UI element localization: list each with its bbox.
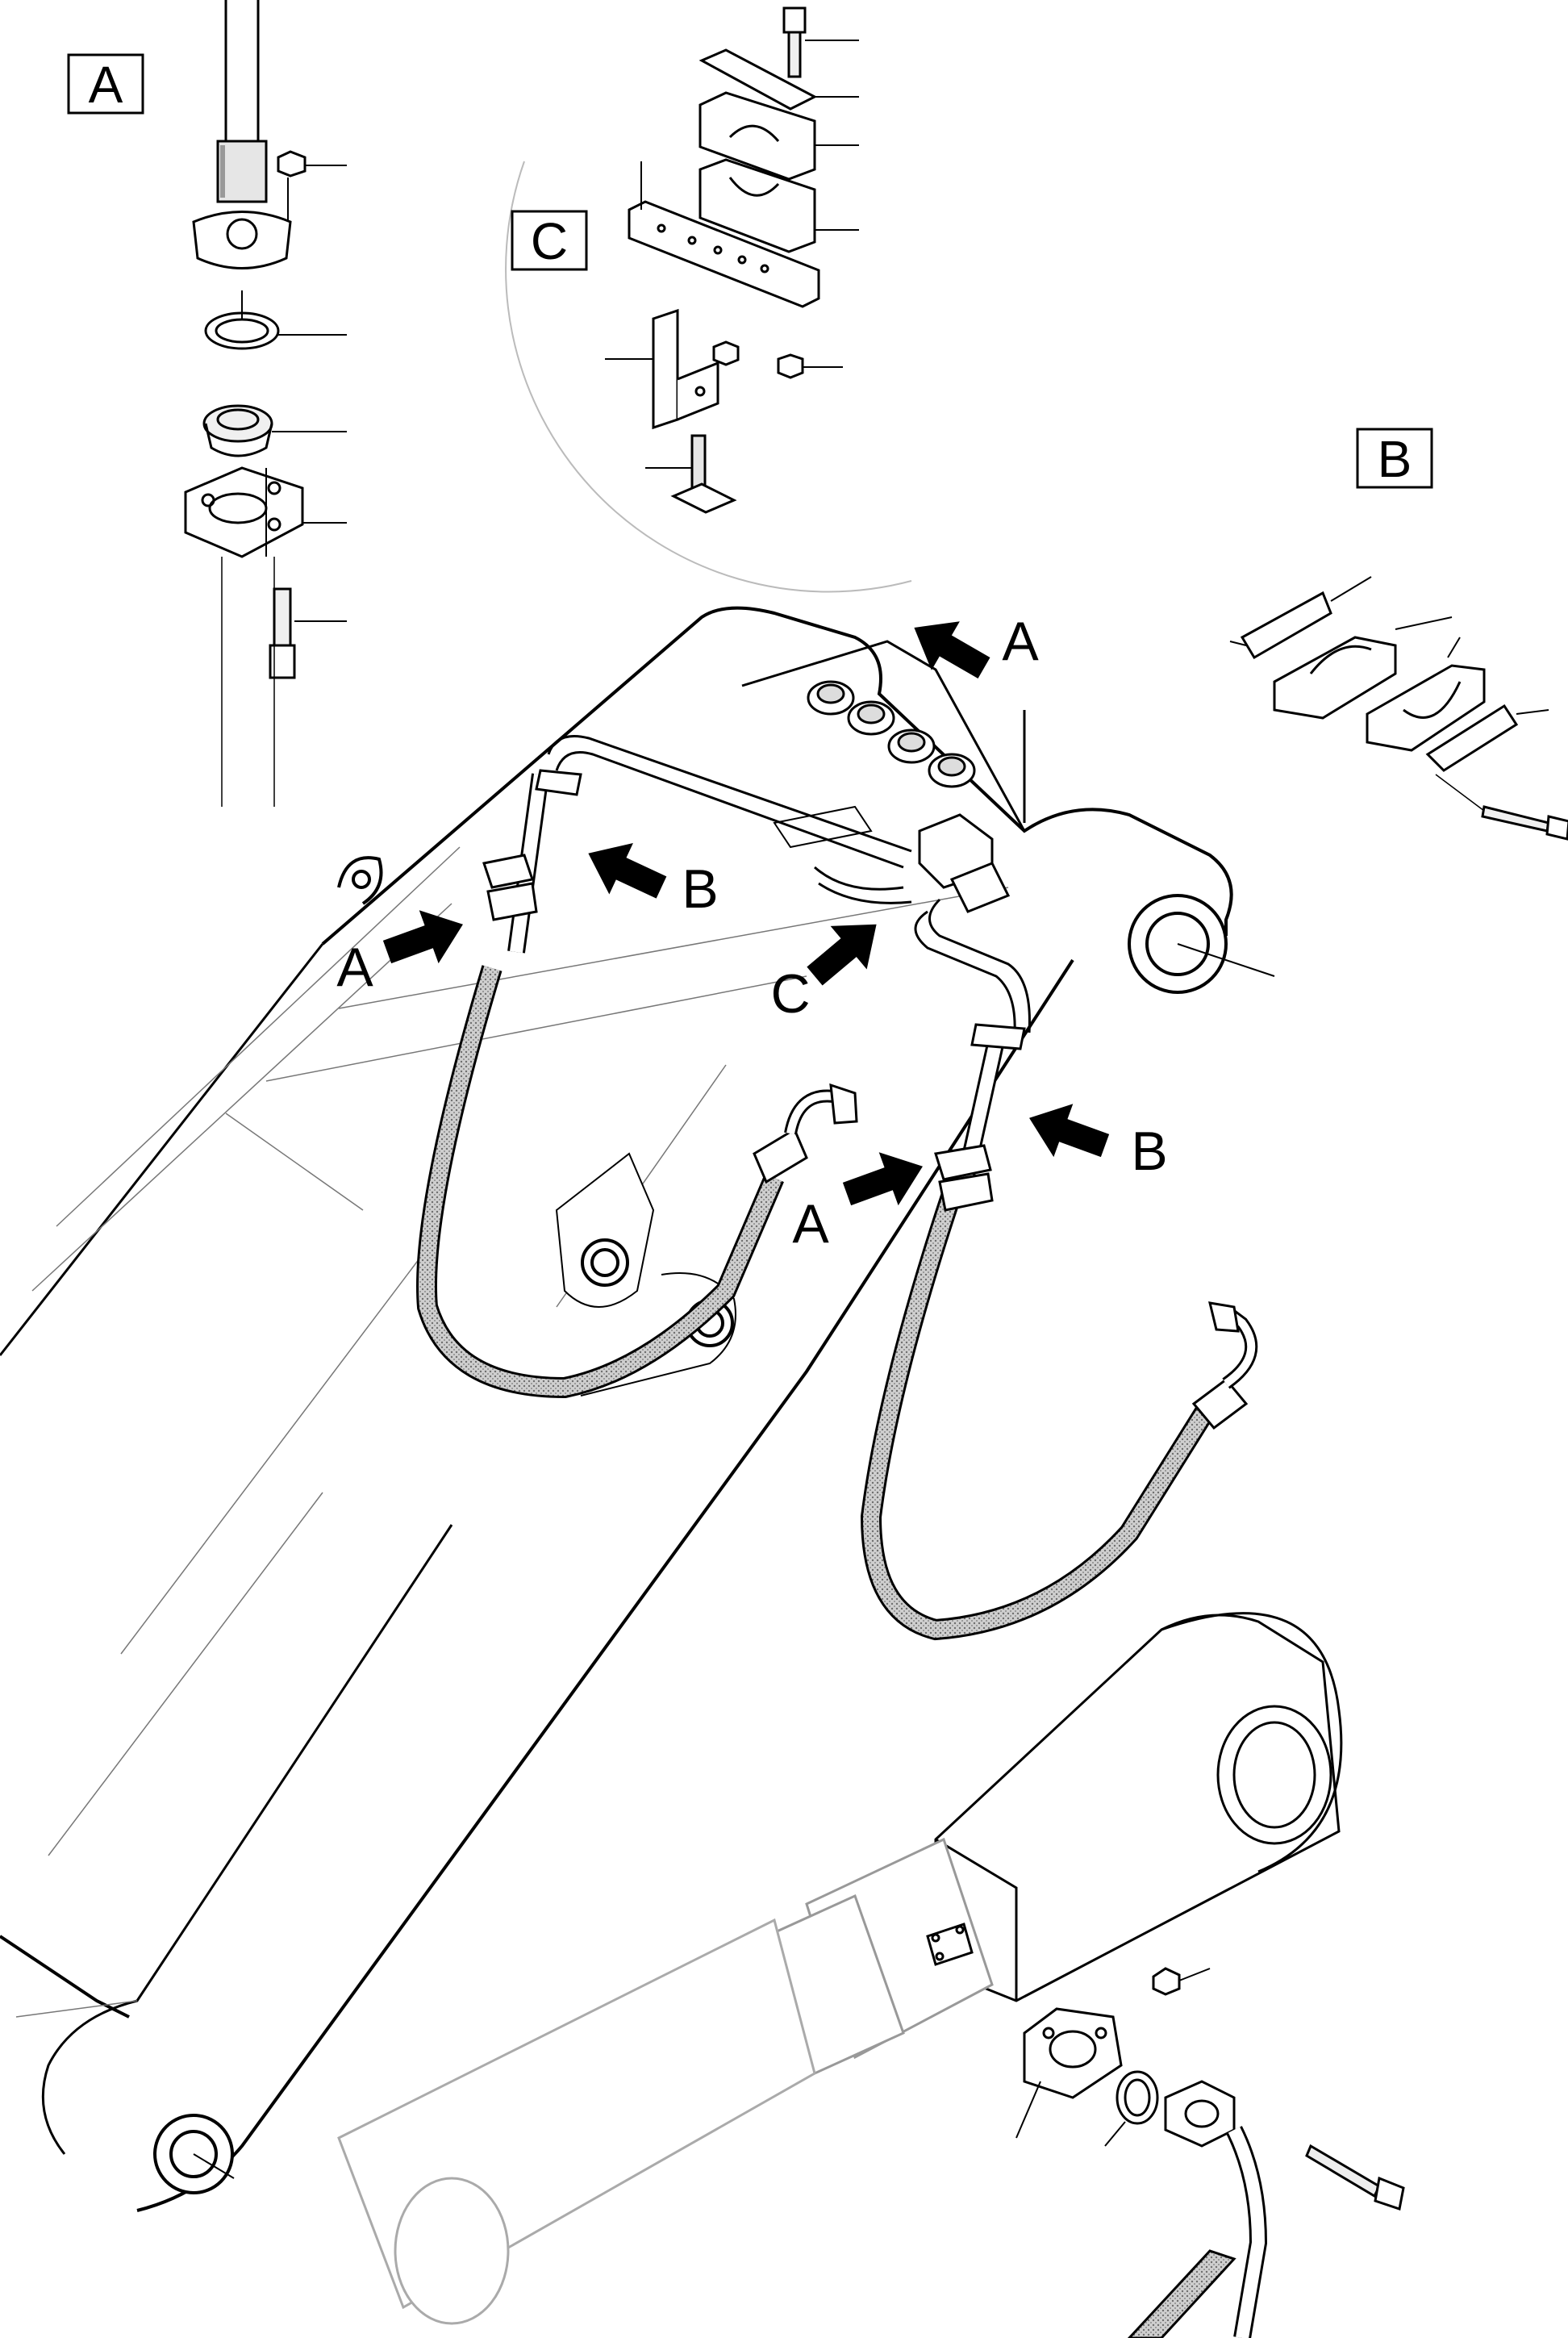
detail-c-group [505, 6, 912, 593]
detail-b-group [1229, 576, 1568, 841]
arrow-label-top-a: A [1002, 611, 1039, 672]
arrow-label-right-a: A [792, 1193, 829, 1255]
boom-arm [0, 606, 1275, 2212]
detail-a-group [184, 0, 347, 807]
valve-fittings [807, 680, 1011, 913]
arrow-left-b [588, 843, 667, 899]
detail-a-box [67, 53, 144, 115]
detail-c-box [511, 210, 588, 271]
hydraulic-hoses [416, 769, 1258, 1641]
detail-b-box [1356, 428, 1433, 489]
hydraulic-cylinder [337, 1612, 1343, 2325]
arrow-label-right-b: B [1131, 1121, 1167, 1182]
detail-a-label: A [89, 56, 123, 114]
arrow-center-c [807, 924, 877, 986]
steel-tubes [547, 735, 1031, 1033]
pointer-arrows [382, 621, 1110, 1206]
detail-c-label: C [531, 212, 568, 270]
detail-b-label: B [1378, 430, 1412, 488]
arrow-right-b [1029, 1104, 1110, 1158]
arrow-right-a [842, 1152, 923, 1206]
arrow-label-center-c: C [770, 963, 810, 1025]
arrow-top-a [914, 621, 990, 678]
arrow-label-left-b: B [682, 858, 718, 920]
arrow-label-left-a: A [336, 937, 373, 998]
cylinder-port-fitting [1015, 1967, 1405, 2338]
arrow-left-a [382, 910, 463, 964]
